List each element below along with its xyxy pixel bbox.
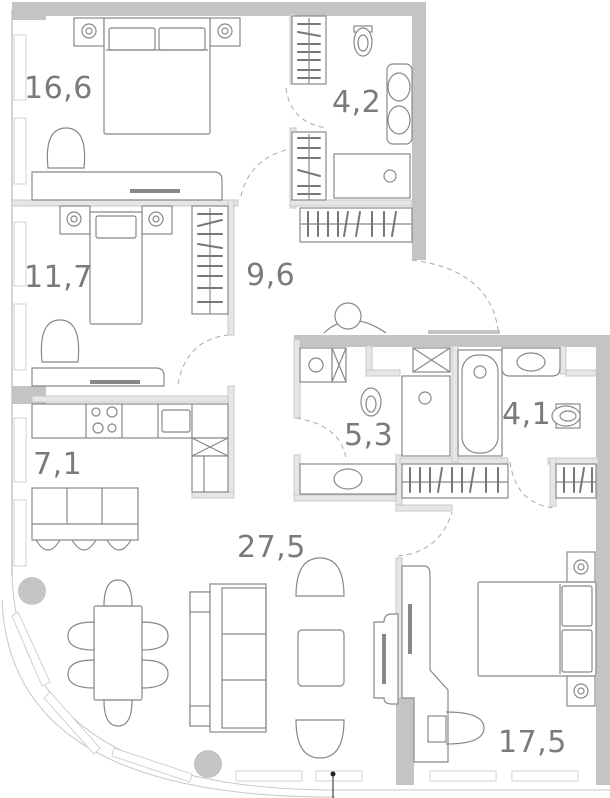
columns — [18, 577, 222, 778]
double-sink-icon — [386, 63, 413, 145]
bathtub-icon — [457, 349, 503, 457]
room-area-hallway: 9,6 — [246, 258, 296, 293]
washing-machine-icon — [299, 347, 347, 383]
coffee-table-icon — [297, 629, 345, 687]
wardrobe-icon — [555, 463, 597, 499]
desk-icon — [31, 367, 165, 387]
wardrobe-icon — [299, 207, 413, 243]
room-area-bathroom-2: 5,3 — [344, 418, 394, 453]
room-area-master-bedroom: 17,5 — [498, 725, 567, 760]
shower-icon — [333, 153, 411, 199]
chair-icon — [40, 319, 80, 363]
kitchen-island-icon — [31, 487, 139, 551]
exterior-walls — [12, 2, 610, 785]
toilet-icon — [353, 25, 373, 57]
dining-table-icon — [67, 579, 169, 727]
dresser-icon — [373, 565, 449, 763]
door-swings — [177, 87, 557, 557]
ottoman-icon — [323, 302, 387, 334]
room-area-kitchen: 7,1 — [33, 447, 83, 482]
partitions — [11, 13, 599, 699]
toilet-icon — [551, 403, 581, 429]
kitchen-counter-icon — [31, 403, 229, 493]
room-area-bedroom-1: 16,6 — [24, 71, 93, 106]
wardrobe-icon — [291, 131, 327, 201]
armchair-icon — [295, 719, 345, 759]
double-bed-icon — [477, 551, 597, 707]
windows — [11, 34, 579, 783]
sofa-icon — [189, 583, 267, 733]
room-area-bathroom-3: 4,1 — [502, 397, 552, 432]
entrance-marker — [330, 771, 336, 798]
shower-icon — [401, 347, 451, 457]
desk-icon — [31, 171, 223, 201]
vanity-chair-icon — [427, 711, 485, 745]
single-bed-icon — [59, 205, 173, 325]
room-area-bathroom-1: 4,2 — [332, 85, 382, 120]
room-area-bedroom-2: 11,7 — [24, 260, 93, 295]
sink-icon — [501, 347, 561, 377]
wardrobe-icon — [401, 463, 509, 499]
toilet-icon — [360, 387, 382, 417]
sink-icon — [299, 463, 397, 495]
curved-facade — [1, 10, 610, 798]
double-bed-icon — [73, 17, 241, 135]
wardrobe-icon — [191, 205, 229, 315]
chair-icon — [46, 127, 86, 169]
wardrobe-icon — [291, 15, 327, 85]
armchair-icon — [295, 557, 345, 597]
room-area-living-room: 27,5 — [237, 530, 306, 565]
